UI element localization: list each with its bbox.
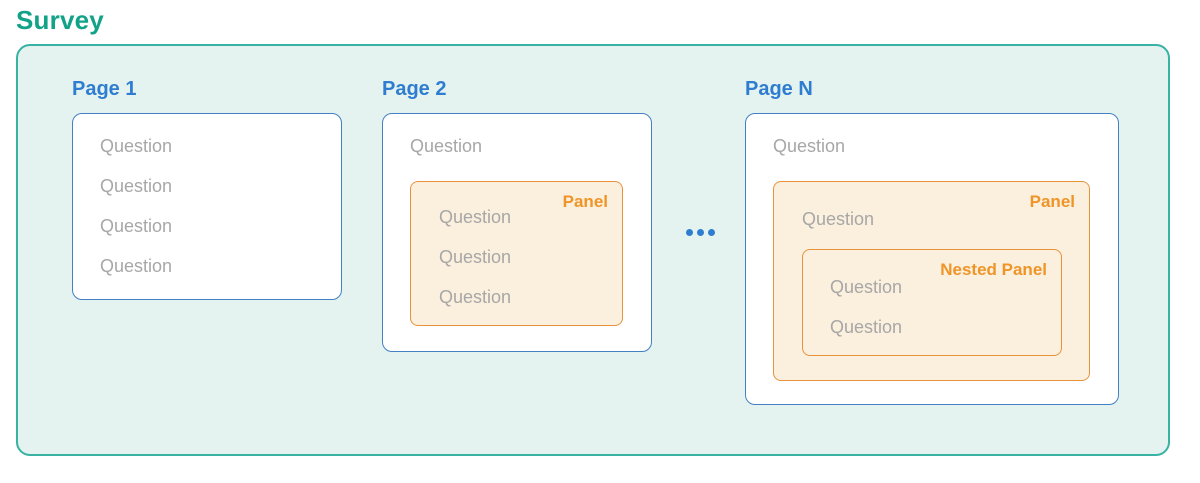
question-placeholder: Question [100, 216, 173, 236]
question-placeholder: Question [830, 277, 903, 297]
panel-label: Panel [562, 192, 608, 211]
page-n-panel: Panel Question Nested Panel Question Que… [773, 181, 1090, 381]
question-placeholder: Question [439, 287, 512, 307]
ellipsis-icon [686, 229, 715, 236]
page-2-title: Page 2 [382, 78, 447, 100]
survey-title: Survey [16, 5, 104, 35]
question-placeholder: Question [802, 209, 875, 229]
nested-panel: Nested Panel Question Question [802, 249, 1062, 356]
panel-label: Panel [1029, 192, 1075, 211]
ellipsis-dot [686, 229, 693, 236]
ellipsis-dot [697, 229, 704, 236]
question-placeholder: Question [410, 136, 483, 156]
survey-container: Page 1 Question Question Question Questi… [16, 44, 1170, 456]
question-placeholder: Question [100, 136, 173, 156]
question-placeholder: Question [439, 207, 512, 227]
page-2-box: Question Panel Question Question Questio… [382, 113, 652, 352]
page-n-box: Question Panel Question Nested Panel Que… [745, 113, 1119, 405]
question-placeholder: Question [100, 176, 173, 196]
page-1-box: Question Question Question Question [72, 113, 342, 300]
question-placeholder: Question [100, 256, 173, 276]
page-2-panel: Panel Question Question Question [410, 181, 623, 326]
ellipsis-dot [708, 229, 715, 236]
question-placeholder: Question [439, 247, 512, 267]
question-placeholder: Question [830, 317, 903, 337]
page-1-title: Page 1 [72, 78, 137, 100]
question-placeholder: Question [773, 136, 846, 156]
nested-panel-label: Nested Panel [940, 260, 1047, 279]
page-n-title: Page N [745, 78, 813, 100]
